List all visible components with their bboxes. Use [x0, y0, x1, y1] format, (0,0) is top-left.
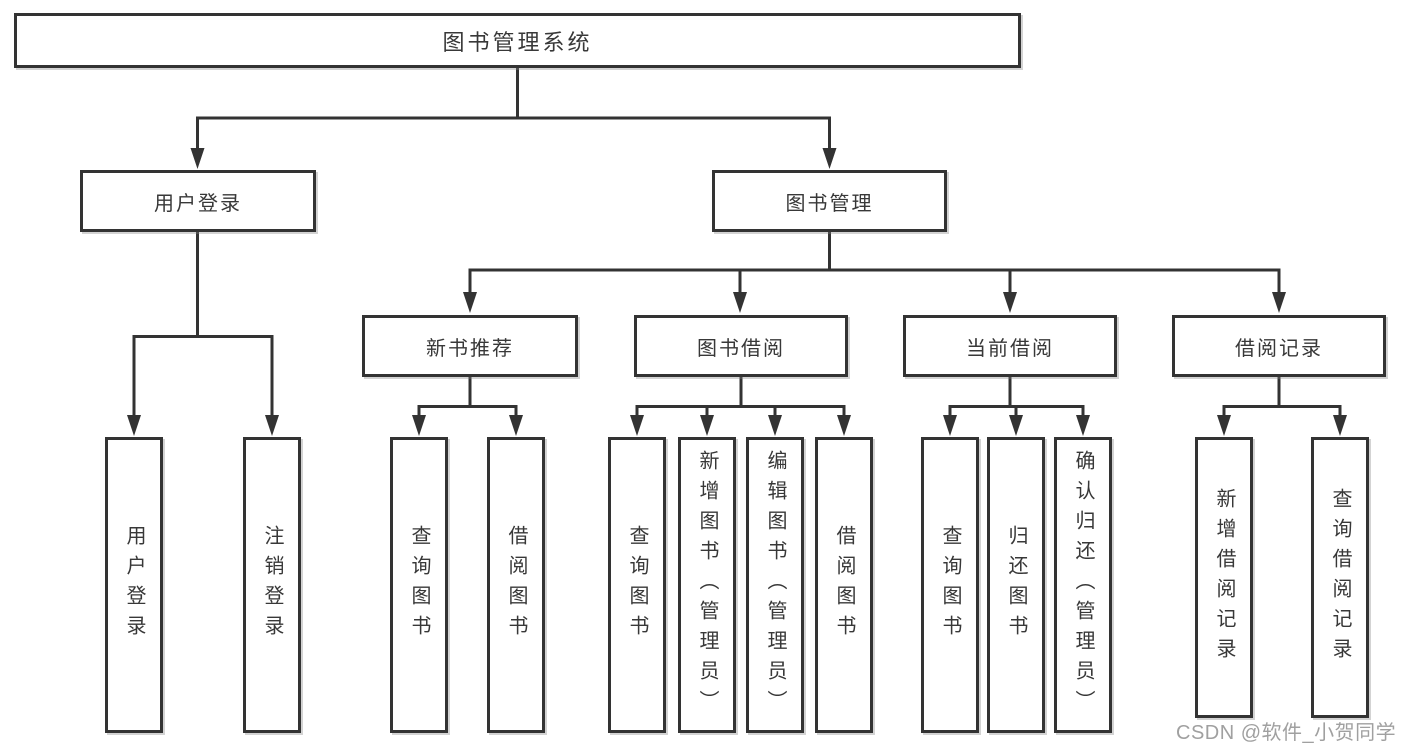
leaf-bb-query-book: 查询图书 [608, 437, 666, 733]
node-label: 借阅图书 [833, 525, 855, 645]
leaf-bb-edit-book-admin: 编辑图书（管理员） [746, 437, 804, 733]
leaf-cb-confirm-return-admin: 确认归还（管理员） [1054, 437, 1112, 733]
node-label: 注销登录 [261, 525, 283, 645]
leaf-logout: 注销登录 [243, 437, 301, 733]
node-library-management-system: 图书管理系统 [14, 13, 1021, 68]
node-label: 查询图书 [939, 525, 961, 645]
node-label: 用户登录 [123, 525, 145, 645]
node-book-management: 图书管理 [712, 170, 947, 232]
leaf-br-add-record: 新增借阅记录 [1195, 437, 1253, 718]
node-label: 用户登录 [154, 192, 242, 215]
leaf-cb-query-book: 查询图书 [921, 437, 979, 733]
node-label: 借阅图书 [505, 525, 527, 645]
node-label: 编辑图书（管理员） [764, 450, 786, 720]
node-label: 新增图书（管理员） [696, 450, 718, 720]
node-label: 图书借阅 [697, 337, 785, 360]
csdn-watermark: CSDN @软件_小贺同学 [1176, 722, 1397, 744]
node-current-borrow: 当前借阅 [903, 315, 1117, 377]
leaf-nb-query-book: 查询图书 [390, 437, 448, 733]
node-new-book-recommend: 新书推荐 [362, 315, 578, 377]
node-borrow-record: 借阅记录 [1172, 315, 1386, 377]
node-label: 新书推荐 [426, 337, 514, 360]
node-label: 借阅记录 [1235, 337, 1323, 360]
node-label: 查询借阅记录 [1329, 487, 1351, 668]
node-label: 图书管理系统 [442, 29, 593, 55]
node-label: 查询图书 [408, 525, 430, 645]
leaf-bb-borrow-book: 借阅图书 [815, 437, 873, 733]
node-label: 归还图书 [1005, 525, 1027, 645]
node-label: 新增借阅记录 [1213, 487, 1235, 668]
leaf-cb-return-book: 归还图书 [987, 437, 1045, 733]
node-label: 确认归还（管理员） [1072, 450, 1094, 720]
leaf-nb-borrow-book: 借阅图书 [487, 437, 545, 733]
node-label: 查询图书 [626, 525, 648, 645]
leaf-user-login: 用户登录 [105, 437, 163, 733]
node-label: 图书管理 [785, 192, 874, 215]
leaf-bb-add-book-admin: 新增图书（管理员） [678, 437, 736, 733]
node-label: 当前借阅 [966, 337, 1054, 360]
node-user-login: 用户登录 [80, 170, 316, 232]
leaf-br-query-record: 查询借阅记录 [1311, 437, 1369, 718]
node-book-borrow: 图书借阅 [634, 315, 848, 377]
